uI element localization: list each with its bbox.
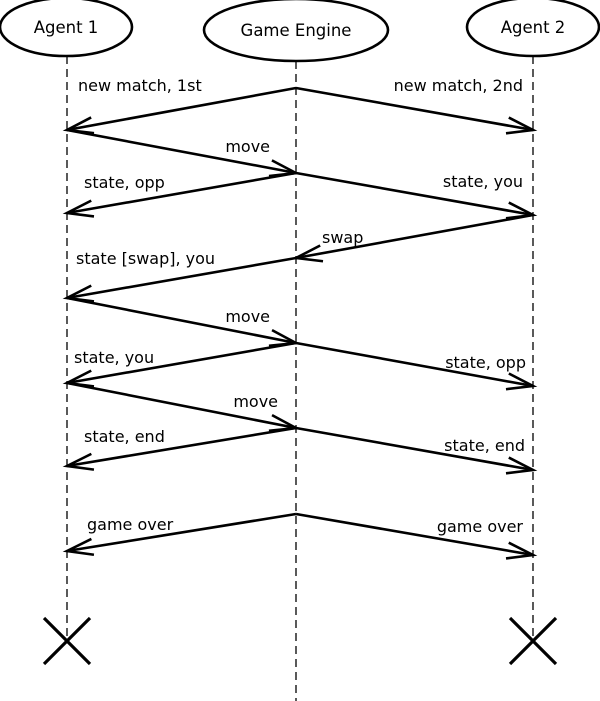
arrowhead bbox=[505, 116, 538, 135]
message-line bbox=[66, 381, 297, 430]
participant-label: Agent 2 bbox=[501, 18, 566, 37]
message-line bbox=[66, 426, 297, 468]
message-label: state, end bbox=[84, 427, 165, 446]
message-arrow: game over bbox=[62, 512, 297, 557]
message-label: game over bbox=[87, 515, 174, 534]
message-label: state, opp bbox=[445, 353, 526, 372]
message-line bbox=[66, 86, 297, 132]
message-arrow: state [swap], you bbox=[62, 249, 297, 303]
arrowhead bbox=[505, 372, 538, 391]
participant-ellipse bbox=[0, 0, 134, 58]
message-arrow: state, opp bbox=[62, 171, 297, 218]
message-label: state, you bbox=[74, 348, 154, 367]
message-arrow: new match, 2nd bbox=[295, 76, 538, 135]
lifelines bbox=[66, 56, 534, 701]
message-label: state [swap], you bbox=[76, 249, 215, 268]
message-label: move bbox=[233, 392, 278, 411]
participant-ellipse bbox=[202, 0, 390, 63]
arrowhead bbox=[62, 537, 95, 557]
message-arrow: move bbox=[66, 381, 301, 433]
participant-a1: Agent 1 bbox=[0, 0, 134, 58]
message-arrow: swap bbox=[291, 213, 534, 263]
message-arrow: state, end bbox=[295, 426, 538, 475]
message-line bbox=[66, 128, 297, 175]
participant-ge: Game Engine bbox=[202, 0, 390, 63]
message-arrow: move bbox=[66, 296, 301, 348]
participant-label: Agent 1 bbox=[34, 18, 99, 37]
message-arrow: state, end bbox=[62, 426, 297, 471]
message-label: move bbox=[225, 137, 270, 156]
message-line bbox=[66, 296, 297, 345]
message-label: game over bbox=[437, 517, 524, 536]
message-arrow: new match, 1st bbox=[62, 76, 297, 135]
message-label: swap bbox=[322, 228, 363, 247]
terminators bbox=[42, 616, 558, 666]
message-line bbox=[66, 256, 297, 300]
message-line bbox=[295, 171, 534, 217]
message-label: state, end bbox=[444, 436, 525, 455]
x-stroke bbox=[42, 616, 92, 666]
x-stroke bbox=[508, 616, 558, 666]
message-arrow: state, opp bbox=[295, 341, 538, 391]
termination-x-a2 bbox=[508, 616, 558, 666]
arrowhead bbox=[505, 456, 538, 475]
arrowhead bbox=[62, 199, 95, 218]
message-label: new match, 2nd bbox=[394, 76, 523, 95]
message-line bbox=[295, 426, 534, 472]
messages: new match, 1st new match, 2nd move state, o… bbox=[62, 76, 538, 560]
message-label: state, you bbox=[443, 172, 523, 191]
termination-x-a1 bbox=[42, 616, 92, 666]
message-line bbox=[295, 213, 534, 260]
participant-a2: Agent 2 bbox=[465, 0, 600, 58]
message-line bbox=[66, 171, 297, 215]
participants: Agent 1 Game Engine Agent 2 bbox=[0, 0, 600, 63]
arrowhead bbox=[62, 452, 95, 471]
message-label: state, opp bbox=[84, 173, 165, 192]
message-arrow: game over bbox=[295, 512, 538, 560]
message-arrow: move bbox=[66, 128, 301, 178]
message-label: move bbox=[225, 307, 270, 326]
message-line bbox=[295, 512, 534, 557]
participant-ellipse bbox=[465, 0, 600, 58]
message-line bbox=[66, 512, 297, 553]
message-line bbox=[295, 341, 534, 388]
message-line bbox=[66, 341, 297, 385]
arrowhead bbox=[505, 541, 538, 560]
message-arrow: state, you bbox=[295, 171, 538, 220]
participant-label: Game Engine bbox=[241, 21, 352, 40]
message-arrow: state, you bbox=[62, 341, 297, 388]
message-line bbox=[295, 86, 534, 132]
message-label: new match, 1st bbox=[78, 76, 202, 95]
